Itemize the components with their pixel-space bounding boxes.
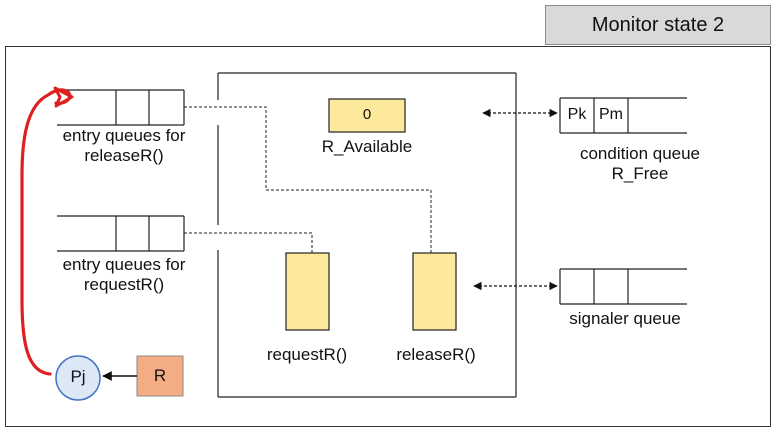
entry-release-label-line1: entry queues for	[62, 126, 186, 145]
monitor-frame	[5, 46, 771, 427]
signaler-queue-label: signaler queue	[569, 309, 681, 328]
requestR-label: requestR()	[266, 345, 348, 364]
state-title: Monitor state 2	[545, 5, 771, 45]
releaseR-label: releaseR()	[396, 345, 476, 364]
condition-slot-pm: Pm	[599, 106, 623, 123]
releaseR-procedure	[412, 252, 457, 331]
entry-release-label: entry queues for releaseR()	[44, 126, 204, 166]
process-pj-node	[55, 355, 101, 401]
signaler-queue	[559, 268, 687, 305]
condition-queue-label-line2: R_Free	[611, 164, 669, 183]
entry-request-label-line2: requestR()	[83, 275, 165, 294]
entry-queue-request	[57, 215, 185, 252]
r-available-box	[328, 98, 406, 133]
entry-request-label: entry queues for requestR()	[44, 255, 204, 295]
monitor-box	[217, 72, 517, 398]
entry-release-label-line2: releaseR()	[84, 146, 164, 165]
r-available-label: R_Available	[321, 137, 413, 156]
r-available-value: 0	[362, 106, 372, 123]
condition-queue-label: condition queue R_Free	[545, 144, 735, 184]
entry-queue-release	[57, 89, 185, 126]
red-arrow-head-icon	[53, 86, 74, 108]
entry-request-label-line1: entry queues for	[62, 255, 186, 274]
queue-connectors	[184, 106, 432, 253]
condition-queue-label-line1: condition queue	[579, 144, 701, 163]
process-pj-label: Pj	[70, 367, 86, 386]
resource-r-label: R	[153, 366, 167, 385]
requestR-procedure	[285, 252, 330, 331]
condition-queue	[559, 97, 687, 134]
condition-slot-pk: Pk	[567, 106, 587, 123]
